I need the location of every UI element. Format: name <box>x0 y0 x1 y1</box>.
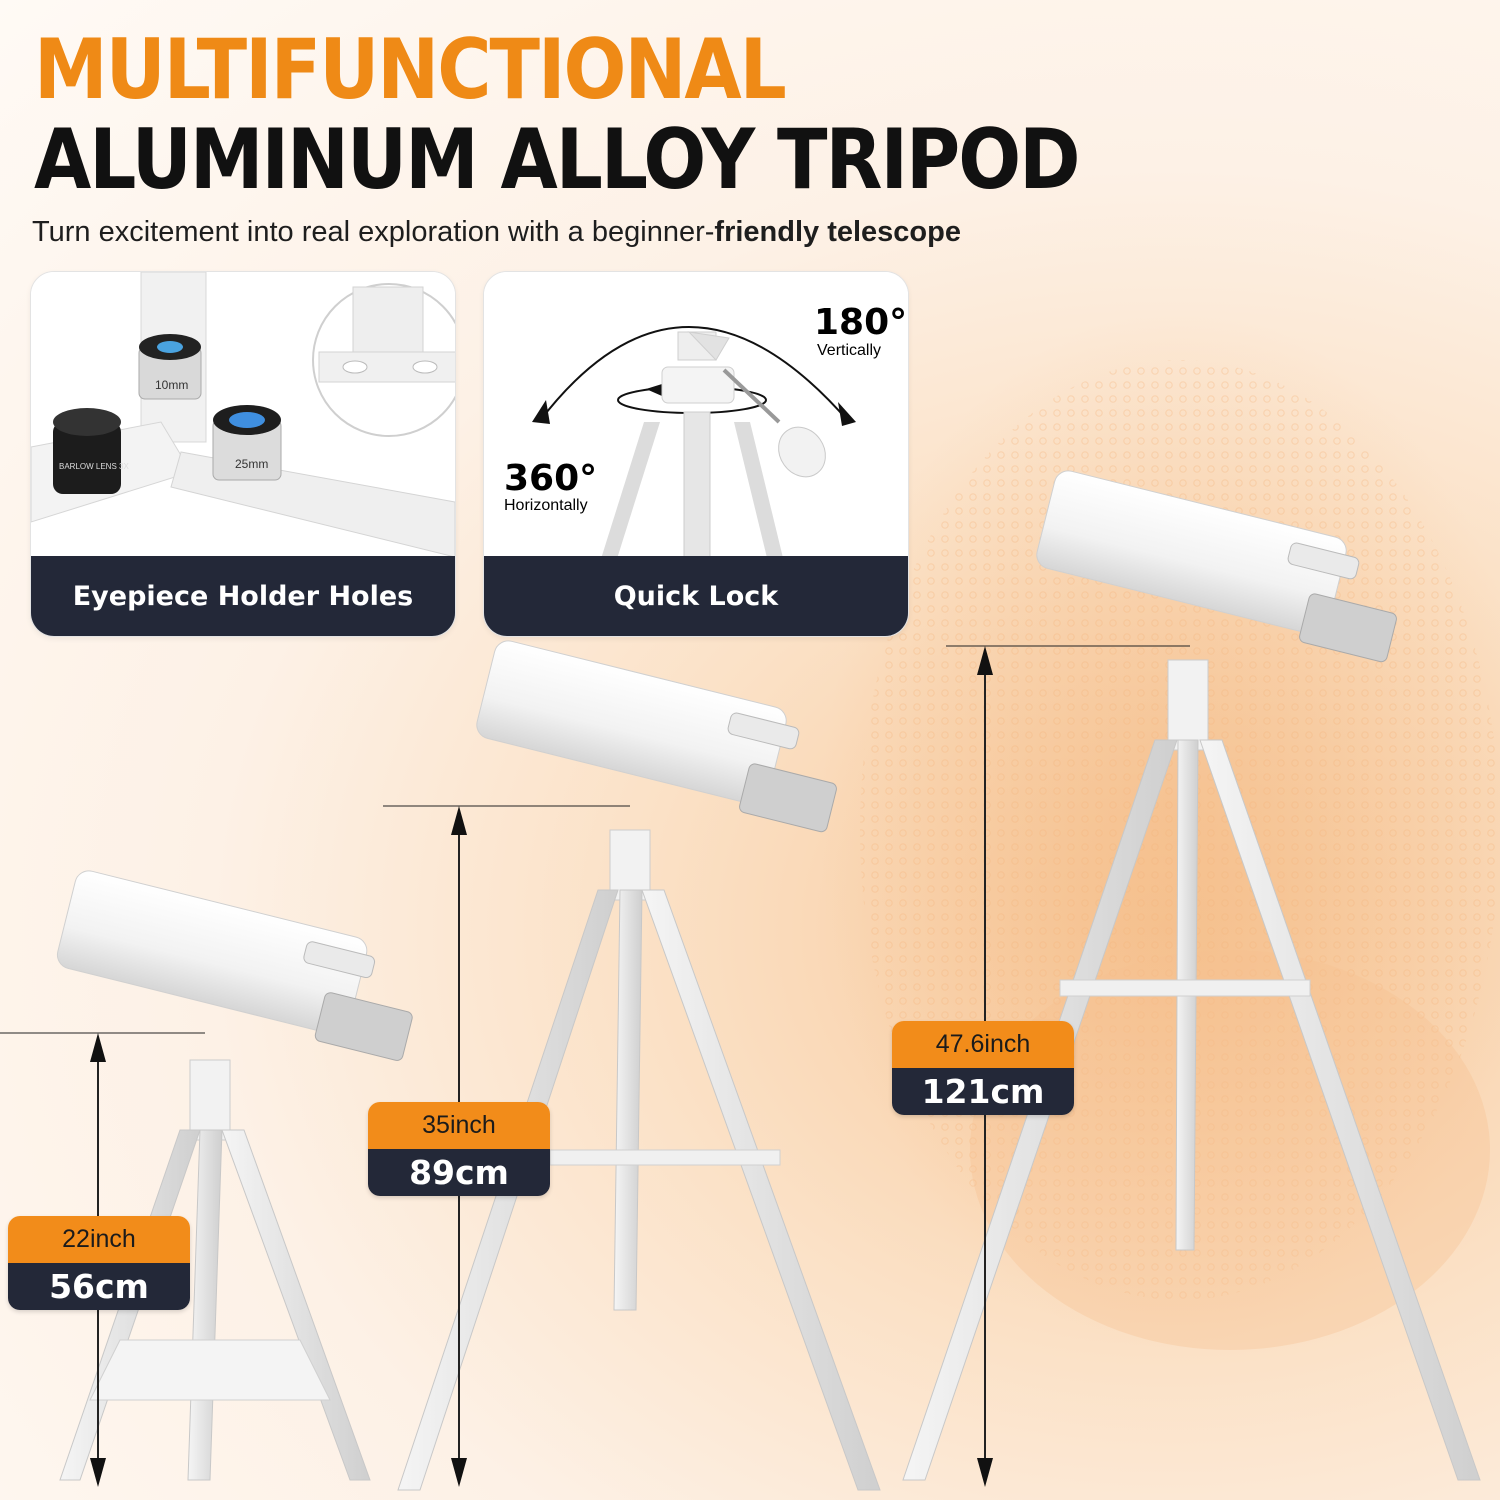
quick-lock-label: Quick Lock <box>484 556 908 636</box>
height-medium-cm: 89cm <box>368 1149 550 1196</box>
title-line-2: ALUMINUM ALLOY TRIPOD <box>34 112 1081 209</box>
telescope-large <box>902 470 1481 1481</box>
height-small-cm: 56cm <box>8 1263 190 1310</box>
subtitle-bold: friendly telescope <box>714 216 961 248</box>
height-medium-inch: 35inch <box>368 1102 550 1149</box>
telescope-small <box>56 870 413 1481</box>
eyepiece-holder-label: Eyepiece Holder Holes <box>31 556 455 636</box>
quick-lock-card: 180° Vertically 360° Horizontally Quick … <box>483 271 909 637</box>
height-small-inch: 22inch <box>8 1216 190 1263</box>
height-badge-small: 22inch 56cm <box>8 1216 190 1310</box>
height-badge-medium: 35inch 89cm <box>368 1102 550 1196</box>
horizontal-label: Horizontally <box>504 497 588 514</box>
barlow-label: BARLOW LENS 3X <box>59 462 129 471</box>
lens-25-label: 25mm <box>235 457 268 471</box>
title-line-1: MULTIFUNCTIONAL <box>34 22 787 119</box>
lens-10-label: 10mm <box>155 378 188 392</box>
telescope-medium <box>397 640 881 1491</box>
subtitle-regular: Turn excitement into real exploration wi… <box>32 216 715 248</box>
vertical-degrees: 180° <box>814 302 907 343</box>
eyepiece-holder-illustration: 10mm 25mm BARLOW LENS 3X <box>31 272 455 562</box>
quick-lock-illustration: 180° Vertically 360° Horizontally <box>484 272 908 562</box>
eyepiece-holder-card: 10mm 25mm BARLOW LENS 3X Eyepiece Holder… <box>30 271 456 637</box>
height-badge-large: 47.6inch 121cm <box>892 1021 1074 1115</box>
height-large-inch: 47.6inch <box>892 1021 1074 1068</box>
subtitle: Turn excitement into real exploration wi… <box>32 216 961 249</box>
vertical-label: Vertically <box>817 342 881 359</box>
horizontal-degrees: 360° <box>504 458 597 499</box>
height-large-cm: 121cm <box>892 1068 1074 1115</box>
